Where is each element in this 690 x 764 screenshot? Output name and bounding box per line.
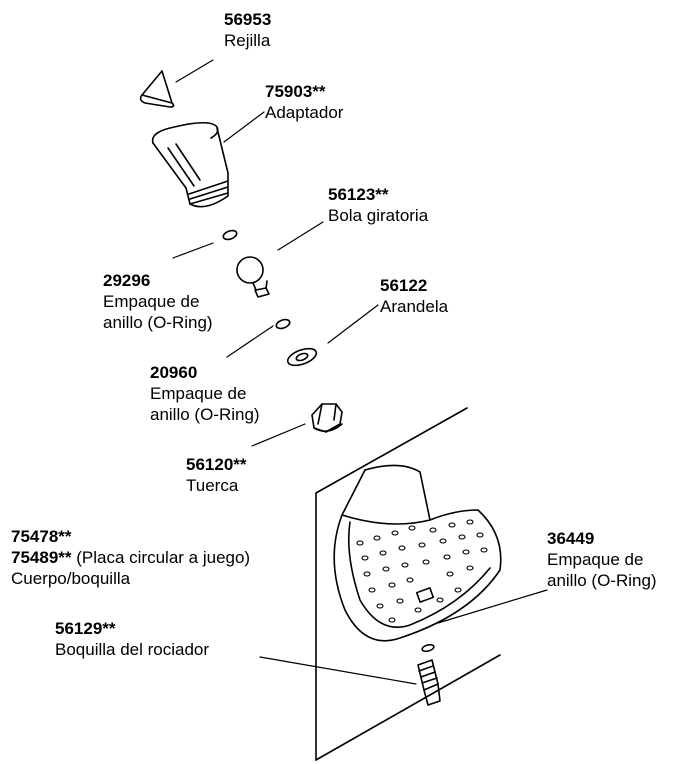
label-oring-upper: 29296 Empaque de anillo (O-Ring) xyxy=(103,270,213,333)
part-name: Boquilla del rociador xyxy=(55,640,210,659)
part-name-line2: anillo (O-Ring) xyxy=(150,405,260,424)
part-name: Adaptador xyxy=(265,103,344,122)
label-swivel-ball: 56123** Bola giratoria xyxy=(328,184,428,226)
leader-lines xyxy=(172,59,548,685)
part-name-line1: Empaque de xyxy=(150,384,247,403)
part-number: 29296 xyxy=(103,271,151,290)
part-name-line1: Empaque de xyxy=(103,292,200,311)
part-name-line2: anillo (O-Ring) xyxy=(103,313,213,332)
part-name: Rejilla xyxy=(224,31,271,50)
swivel-ball-part xyxy=(236,256,270,298)
label-adapter: 75903** Adaptador xyxy=(265,81,343,123)
part-number: 56953 xyxy=(224,10,272,29)
part-number-2-row: 75489** (Placa circular a juego) xyxy=(11,547,250,568)
part-name-line2: anillo (O-Ring) xyxy=(547,571,657,590)
part-name: Cuerpo/boquilla xyxy=(11,569,131,588)
showerhead-body-part xyxy=(333,464,502,642)
part-number-1: 75478** xyxy=(11,527,72,546)
part-number: 20960 xyxy=(150,363,198,382)
spray-nozzle-part xyxy=(417,659,441,706)
label-screen: 56953 Rejilla xyxy=(224,9,271,51)
part-name: Arandela xyxy=(380,297,449,316)
label-washer: 56122 Arandela xyxy=(380,275,448,317)
part-number: 36449 xyxy=(547,529,595,548)
part-number: 56122 xyxy=(380,276,428,295)
part-number: 56123** xyxy=(328,185,389,204)
part-name: Bola giratoria xyxy=(328,206,429,225)
label-oring-right: 36449 Empaque de anillo (O-Ring) xyxy=(547,528,657,591)
part-number: 75903** xyxy=(265,82,326,101)
part-number: 56120** xyxy=(186,455,247,474)
adapter-part xyxy=(151,121,229,208)
label-nut: 56120** Tuerca xyxy=(186,454,247,496)
wall-panel xyxy=(315,407,501,761)
label-spray-nozzle: 56129** Boquilla del rociador xyxy=(55,618,209,660)
washer-part xyxy=(286,347,318,367)
part-name-line1: Empaque de xyxy=(547,550,644,569)
nut-part xyxy=(311,403,343,433)
oring-upper-part xyxy=(222,229,238,241)
oring-lower-part xyxy=(275,318,291,330)
screen-part xyxy=(139,70,175,108)
label-body: 75478** 75489** (Placa circular a juego)… xyxy=(11,526,250,589)
part-number-2: 75489** xyxy=(11,548,72,567)
oring-right-part xyxy=(421,643,435,653)
part-name: Tuerca xyxy=(186,476,239,495)
label-oring-lower: 20960 Empaque de anillo (O-Ring) xyxy=(150,362,260,425)
part-number: 56129** xyxy=(55,619,116,638)
part-note: (Placa circular a juego) xyxy=(71,548,251,567)
spray-holes xyxy=(356,519,488,623)
